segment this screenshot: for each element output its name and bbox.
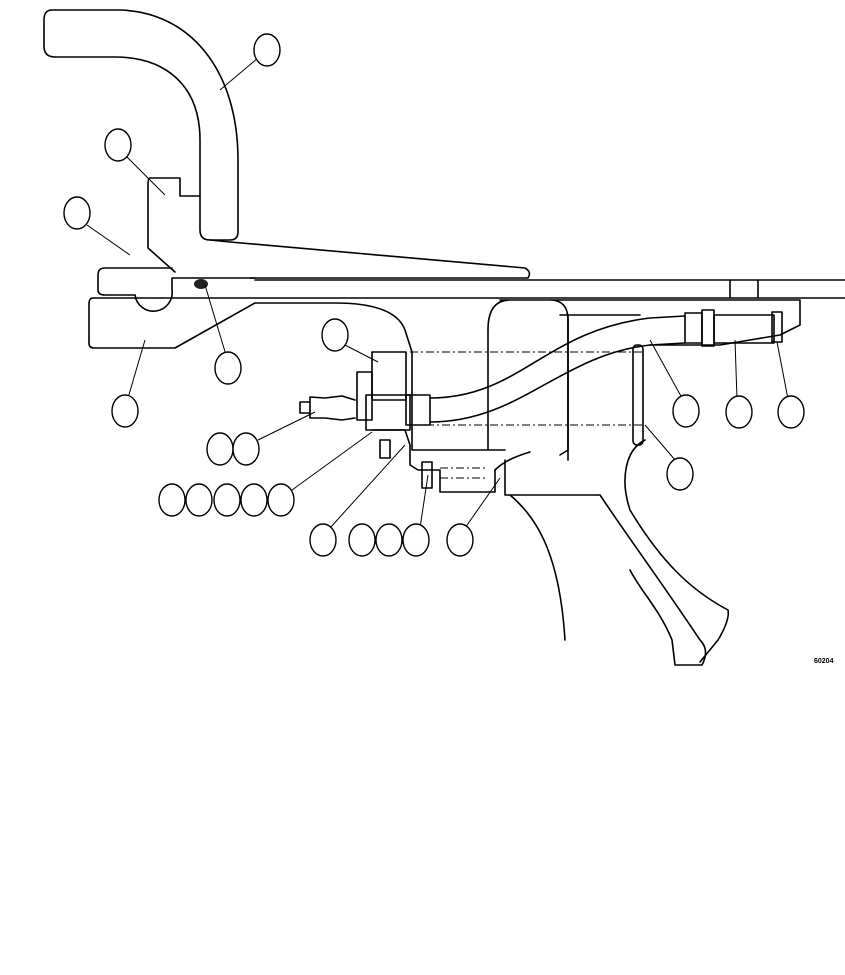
callout-balloon xyxy=(309,523,337,557)
figure-reference-number: 60204 xyxy=(814,658,834,665)
callout-balloon xyxy=(232,432,260,466)
hydraulic-hose xyxy=(429,315,686,423)
lower-casting xyxy=(494,451,707,666)
callout-balloon xyxy=(213,483,241,517)
hose-fitting xyxy=(684,312,703,344)
callout-balloon xyxy=(214,351,242,385)
callout-balloon xyxy=(206,432,234,466)
callout-balloon xyxy=(725,395,753,429)
mount-housing xyxy=(487,299,801,456)
callout-balloon xyxy=(321,318,349,352)
callout-balloons xyxy=(63,33,805,557)
lever-arm xyxy=(43,9,239,241)
callout-balloon xyxy=(253,33,281,67)
pedal-plate xyxy=(209,239,531,279)
callout-balloon xyxy=(104,128,132,162)
callout-balloon xyxy=(63,196,91,230)
lever-bracket xyxy=(147,177,201,273)
frame-beam xyxy=(159,279,845,299)
disc-plate xyxy=(632,344,644,446)
callout-balloon xyxy=(777,395,805,429)
callout-balloon xyxy=(111,394,139,428)
spring xyxy=(194,279,208,289)
callout-balloon xyxy=(672,394,700,428)
callout-balloon xyxy=(240,483,268,517)
callout-balloon xyxy=(185,483,213,517)
clip-bracket xyxy=(371,429,496,493)
sensor-fitting xyxy=(299,395,356,421)
valve-block xyxy=(371,351,407,401)
callout-balloon xyxy=(267,483,295,517)
callout-balloon xyxy=(158,483,186,517)
callout-balloon xyxy=(666,457,694,491)
callout-balloon xyxy=(375,523,403,557)
latch xyxy=(97,267,173,296)
callout-balloon xyxy=(348,523,376,557)
callout-balloon xyxy=(446,523,474,557)
leader-lines xyxy=(86,57,789,529)
callout-balloon xyxy=(402,523,430,557)
